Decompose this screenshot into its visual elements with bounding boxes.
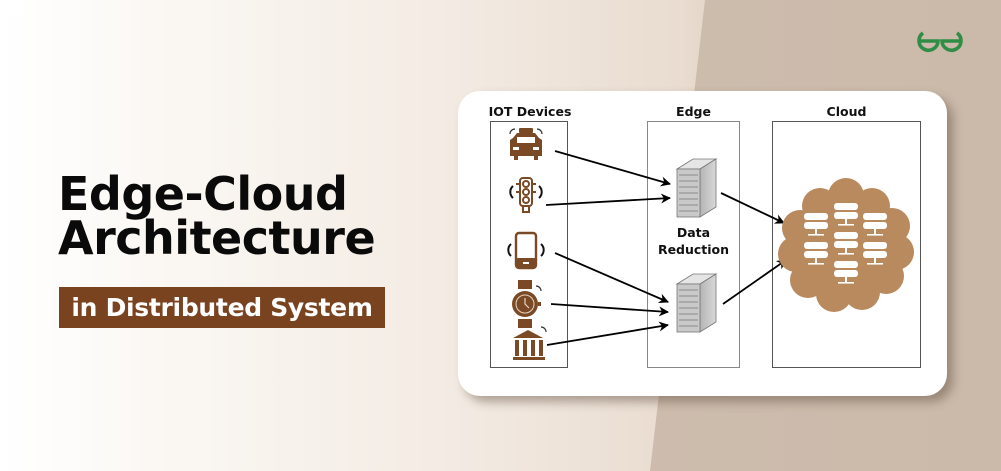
iot-devices-box (490, 121, 568, 368)
title-line-2: Architecture (58, 211, 376, 265)
cloud-box (772, 121, 921, 368)
bank-building-icon (513, 326, 547, 360)
edge-note-line-2: Reduction (657, 242, 730, 257)
smartwatch-icon (512, 280, 542, 328)
edge-box (647, 121, 740, 368)
traffic-light-icon (509, 177, 543, 213)
edge-server-2-icon (675, 273, 718, 333)
title-line-1: Edge-Cloud (58, 167, 348, 221)
cloud-server-cluster-icon (778, 178, 914, 312)
column-header-iot: IOT Devices (488, 104, 572, 119)
arrow-edge-2-to-cloud (722, 259, 787, 305)
page-title: Edge-Cloud Architecture (58, 167, 376, 265)
smartphone-icon (507, 231, 545, 270)
arrow-smartwatch-to-edge-2 (550, 303, 669, 317)
arrow-edge-1-to-cloud (720, 192, 785, 224)
column-header-cloud: Cloud (826, 104, 867, 119)
column-header-edge: Edge (676, 104, 711, 119)
arrow-traffic-light-to-edge-1 (545, 193, 671, 206)
edge-note-line-1: Data (676, 225, 711, 240)
geeksforgeeks-logo-icon[interactable] (915, 28, 965, 54)
edge-note: Data Reduction (647, 224, 740, 258)
arrow-smartphone-to-edge-2 (554, 252, 669, 304)
edge-server-1-icon (675, 158, 718, 218)
arrow-taxi-to-edge-1 (554, 150, 671, 187)
arrow-bank-to-edge-2 (546, 321, 669, 346)
taxi-car-icon (509, 128, 543, 160)
subtitle-badge: in Distributed System (59, 287, 385, 328)
